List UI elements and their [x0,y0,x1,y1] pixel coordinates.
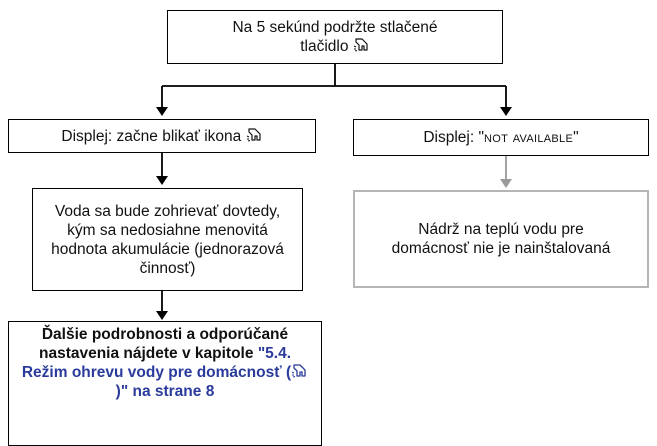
reference-text: Ďalšie podrobnosti a odporúčané nastaven… [19,326,311,401]
start-step-line2-wrap: tlačidlo [300,37,370,56]
right-display-suffix: " [573,129,579,146]
arrow-to-action [156,176,168,185]
start-step-box: Na 5 sekúnd podržte stlačené tlačidlo [167,10,503,64]
arrow-to-reference [156,311,168,320]
left-display-box: Displej: začne blikať ikona [8,119,316,153]
arrow-to-left-display [156,107,168,116]
start-step-line1: Na 5 sekúnd podržte stlačené [232,19,438,36]
connectors [156,63,512,320]
action-text: Voda sa bude zohrievať dovtedy, kým sa n… [51,202,284,277]
arrow-to-right-display [500,107,512,116]
branch-connector [161,63,507,108]
right-display-text: Displej: "not available" [423,128,578,147]
hot-water-hand-icon [353,38,368,52]
right-display-value: not available [484,129,574,146]
chapter-link-end[interactable]: )" na strane 8 [115,382,215,400]
right-display-box: Displej: "not available" [353,119,649,156]
left-display-text: Displej: začne blikať ikona [61,127,262,146]
arrow-to-result [500,179,512,188]
hot-water-hand-icon [291,364,306,378]
hot-water-hand-icon [246,127,261,141]
left-display-label: Displej: začne blikať ikona [61,127,242,145]
reference-box: Ďalšie podrobnosti a odporúčané nastaven… [8,321,322,446]
reference-prefix: Ďalšie podrobnosti a odporúčané nastaven… [38,326,289,362]
chapter-link[interactable]: "5.4. Režim ohrevu vody pre domácnosť ()… [22,345,308,400]
action-box: Voda sa bude zohrievať dovtedy, kým sa n… [32,188,303,291]
right-display-prefix: Displej: " [423,129,484,146]
result-box: Nádrž na teplú vodu pre domácnosť nie je… [353,190,649,288]
chapter-link-start[interactable]: "5.4. Režim ohrevu vody pre domácnosť ( [21,344,292,382]
start-step-line2: tlačidlo [300,38,349,55]
result-text: Nádrž na teplú vodu pre domácnosť nie je… [391,221,611,257]
